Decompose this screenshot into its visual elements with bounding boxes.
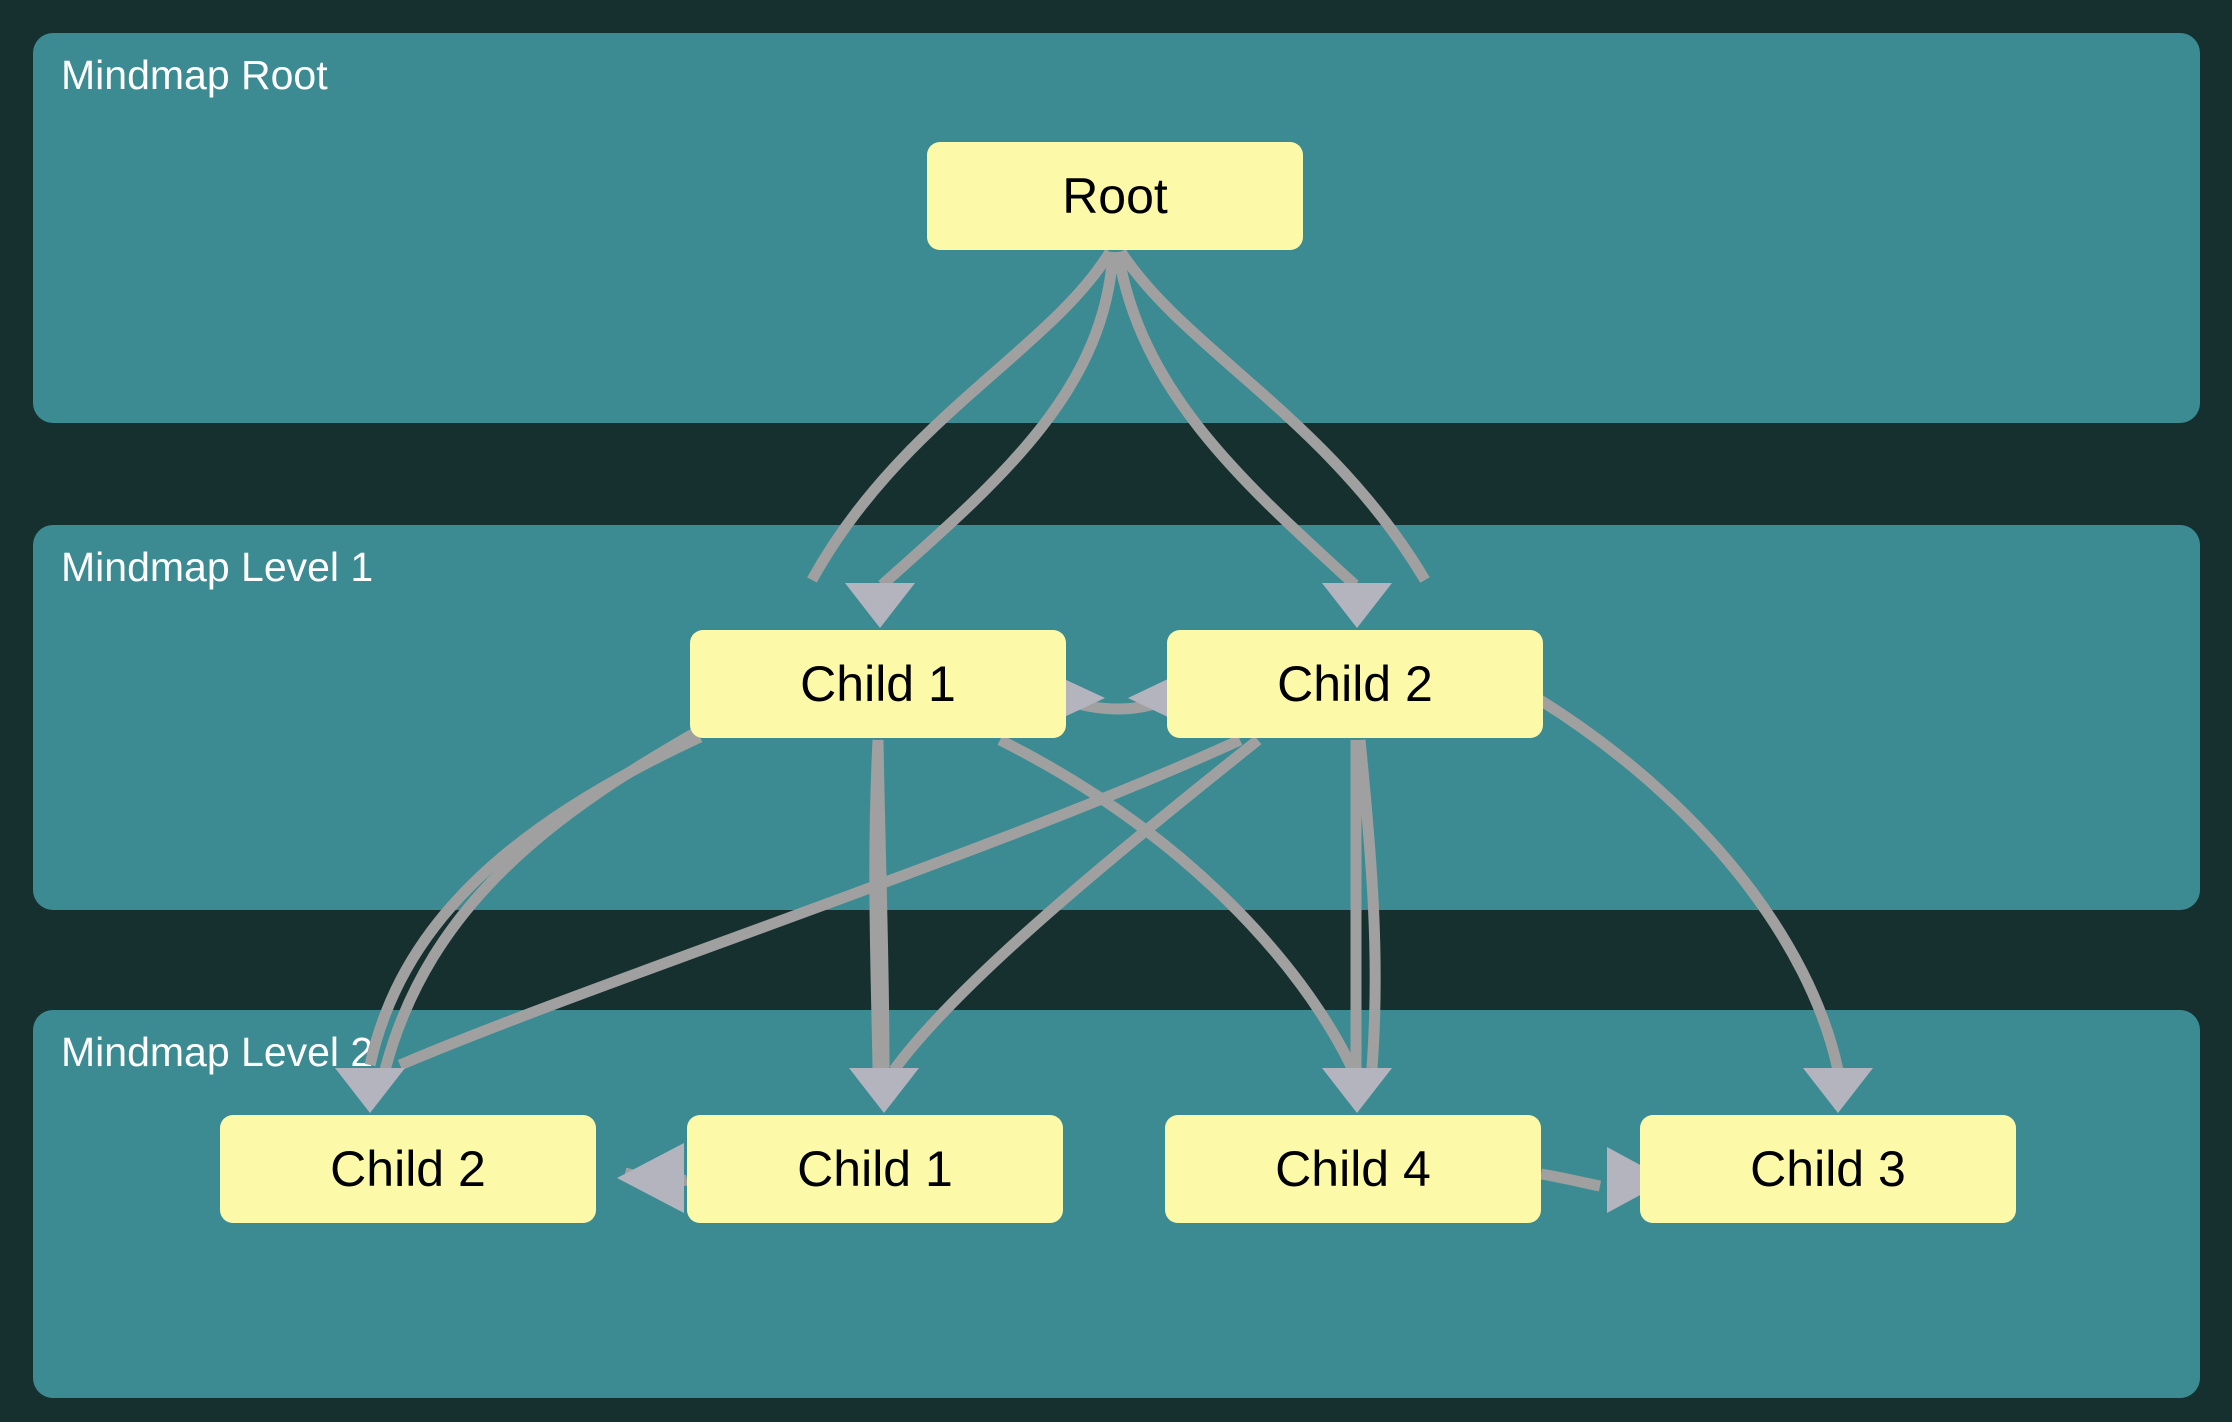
section-panel-level1[interactable]: Mindmap Level 1 [33,525,2200,910]
node-label-level2-child2: Child 2 [330,1141,486,1197]
node-level2-child1[interactable]: Child 1 [687,1115,1063,1223]
node-level1-child2[interactable]: Child 2 [1167,630,1543,738]
node-label-root: Root [1062,168,1168,224]
node-label-level2-child3: Child 3 [1750,1141,1906,1197]
node-label-level2-child4: Child 4 [1275,1141,1431,1197]
section-label-level1: Mindmap Level 1 [61,544,374,590]
node-level1-child1[interactable]: Child 1 [690,630,1066,738]
node-level2-child4[interactable]: Child 4 [1165,1115,1541,1223]
node-root[interactable]: Root [927,142,1303,250]
section-label-root: Mindmap Root [61,52,328,98]
node-level2-child2[interactable]: Child 2 [220,1115,596,1223]
node-level2-child3[interactable]: Child 3 [1640,1115,2016,1223]
node-label-level1-child2: Child 2 [1277,656,1433,712]
node-label-level1-child1: Child 1 [800,656,956,712]
section-label-level2: Mindmap Level 2 [61,1029,374,1075]
node-label-level2-child1: Child 1 [797,1141,953,1197]
